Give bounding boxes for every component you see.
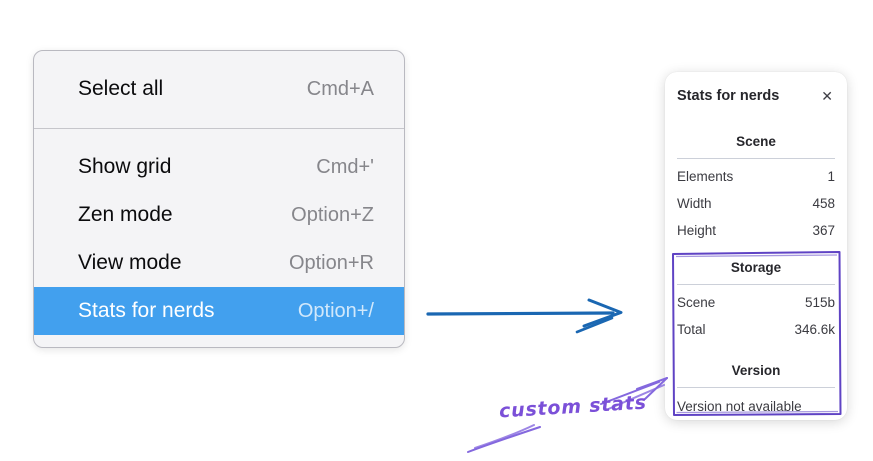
- annotation-label: custom stats: [498, 391, 648, 423]
- menu-item-label: Zen mode: [78, 203, 173, 226]
- section-header-storage: Storage: [730, 260, 782, 275]
- close-icon[interactable]: ✕: [821, 88, 833, 104]
- menu-item-shortcut: Option+Z: [291, 203, 374, 226]
- stat-value: 367: [812, 223, 835, 238]
- menu-divider: [34, 128, 404, 129]
- menu-item-view-mode[interactable]: View mode Option+R: [34, 239, 404, 287]
- menu-item-shortcut: Cmd+': [316, 155, 374, 178]
- stat-row-total-storage: Total 346.6k: [677, 316, 835, 343]
- stat-label: Total: [677, 322, 706, 337]
- flow-arrow-icon: [426, 298, 623, 334]
- stat-label: Width: [677, 196, 712, 211]
- menu-item-shortcut: Option+R: [288, 251, 374, 274]
- section-header-scene: Scene: [736, 134, 776, 149]
- menu-item-shortcut: Option+/: [297, 299, 374, 322]
- scene-rows: Elements 1 Width 458 Height 367: [677, 163, 835, 244]
- section-divider: [677, 387, 835, 388]
- section-divider: [677, 158, 835, 159]
- storage-rows: Scene 515b Total 346.6k: [677, 289, 835, 343]
- stat-value: 1: [827, 169, 835, 184]
- stat-row-height: Height 367: [677, 217, 835, 244]
- version-note: Version not available: [677, 398, 802, 414]
- section-divider: [677, 284, 835, 285]
- menu-item-label: Select all: [78, 77, 164, 100]
- menu-item-zen-mode[interactable]: Zen mode Option+Z: [34, 191, 404, 239]
- menu-item-label: View mode: [78, 251, 182, 274]
- stat-value: 515b: [804, 295, 835, 310]
- menu-group-top: Select all Cmd+A: [34, 51, 404, 128]
- menu-item-label: Show grid: [78, 155, 172, 178]
- stats-panel: Stats for nerds ✕ Scene Elements 1 Width…: [665, 72, 847, 420]
- stat-row-scene-storage: Scene 515b: [677, 289, 835, 316]
- stat-label: Height: [677, 223, 717, 238]
- menu-item-stats-for-nerds[interactable]: Stats for nerds Option+/: [34, 287, 404, 335]
- context-menu: Select all Cmd+A Show grid Cmd+' Zen mod…: [33, 50, 405, 348]
- stats-panel-title: Stats for nerds: [677, 88, 780, 104]
- stat-row-width: Width 458: [677, 190, 835, 217]
- stat-value: 346.6k: [794, 322, 835, 337]
- stat-value: 458: [812, 196, 835, 211]
- menu-item-shortcut: Cmd+A: [306, 77, 374, 100]
- stat-label: Scene: [677, 295, 716, 310]
- stat-row-elements: Elements 1: [677, 163, 835, 190]
- menu-item-show-grid[interactable]: Show grid Cmd+': [34, 143, 404, 191]
- menu-item-label: Stats for nerds: [78, 299, 215, 322]
- section-header-version: Version: [731, 363, 781, 378]
- stats-panel-header: Stats for nerds ✕: [677, 86, 835, 106]
- stat-label: Elements: [677, 169, 734, 184]
- menu-item-select-all[interactable]: Select all Cmd+A: [34, 65, 404, 113]
- menu-group-bottom: Show grid Cmd+' Zen mode Option+Z View m…: [34, 129, 404, 347]
